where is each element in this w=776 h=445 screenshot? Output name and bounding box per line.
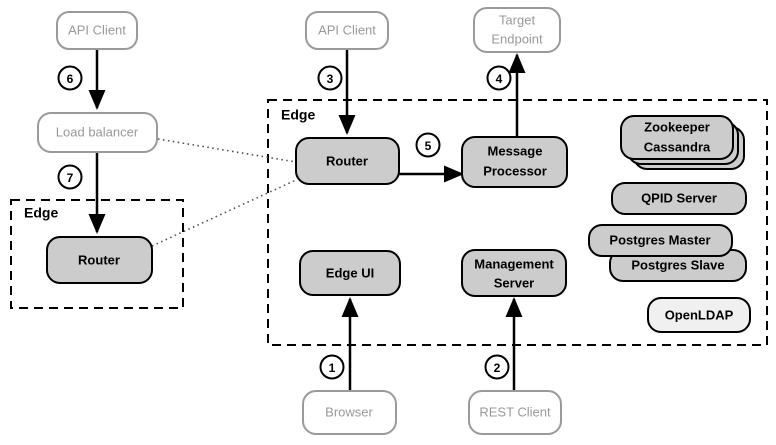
node-label-zookeeper: Zookeeper — [644, 119, 710, 134]
step-badge-7-label: 7 — [67, 171, 74, 185]
node-router-main[interactable]: Router — [295, 137, 400, 185]
node-label-qpid-server: QPID Server — [641, 190, 717, 205]
step-badge-5: 5 — [415, 132, 441, 158]
node-label-router-main: Router — [326, 153, 368, 168]
node-rest-client[interactable]: REST Client — [468, 390, 562, 435]
node-label-browser: Browser — [325, 404, 373, 419]
node-label-message-processor-line1: Message — [488, 143, 543, 158]
node-router-left[interactable]: Router — [46, 236, 153, 284]
node-label-rest-client: REST Client — [479, 404, 551, 419]
step-badge-1-label: 1 — [329, 361, 336, 375]
node-label-edge-ui: Edge UI — [326, 265, 374, 280]
step-badge-5-label: 5 — [425, 139, 432, 153]
node-qpid-server[interactable]: QPID Server — [611, 182, 747, 215]
node-label-message-processor-line2: Processor — [483, 163, 547, 178]
dotted-link-routerleft-router — [151, 179, 297, 247]
node-api-client-left[interactable]: API Client — [56, 11, 138, 50]
step-badge-4: 4 — [486, 65, 512, 91]
node-target-endpoint[interactable]: Target Endpoint — [473, 7, 561, 53]
node-postgres-master[interactable]: Postgres Master — [588, 224, 733, 257]
node-postgres-slave[interactable]: Postgres Slave — [609, 249, 747, 282]
step-badge-7: 7 — [57, 164, 83, 190]
step-badge-4-label: 4 — [496, 72, 503, 86]
node-openldap[interactable]: OpenLDAP — [647, 297, 751, 333]
step-badge-1: 1 — [319, 354, 345, 380]
node-message-processor[interactable]: Message Processor — [461, 136, 568, 188]
step-badge-6-label: 6 — [67, 72, 74, 86]
group-edge-main: Edge — [267, 99, 768, 346]
node-management-server[interactable]: Management Server — [461, 249, 567, 297]
group-label-edge-main: Edge — [281, 107, 315, 123]
step-badge-2: 2 — [484, 354, 510, 380]
node-label-management-server-line2: Server — [494, 275, 534, 290]
step-badge-3-label: 3 — [327, 72, 334, 86]
node-edge-ui[interactable]: Edge UI — [299, 250, 401, 296]
node-postgres-pair[interactable]: Postgres Slave Postgres Master — [588, 224, 747, 282]
node-label-postgres-master: Postgres Master — [609, 232, 710, 247]
node-label-postgres-slave: Postgres Slave — [631, 257, 724, 272]
node-zookeeper-cassandra-stack[interactable]: Zookeeper Cassandra — [620, 115, 745, 170]
step-badge-3: 3 — [317, 65, 343, 91]
node-label-load-balancer: Load balancer — [56, 124, 139, 139]
node-label-management-server-line1: Management — [474, 256, 554, 271]
node-label-target-endpoint-line1: Target — [499, 12, 536, 27]
node-browser[interactable]: Browser — [302, 390, 397, 435]
node-label-router-left: Router — [78, 252, 120, 267]
group-edge-left: Edge — [10, 199, 184, 309]
dotted-link-loadbalancer-router — [157, 138, 297, 163]
group-label-edge-left: Edge — [24, 205, 58, 221]
step-badge-2-label: 2 — [494, 361, 501, 375]
node-label-target-endpoint-line2: Endpoint — [491, 31, 543, 46]
step-badge-6: 6 — [57, 65, 83, 91]
node-api-client-top[interactable]: API Client — [305, 11, 389, 50]
node-label-api-client-top: API Client — [318, 22, 376, 37]
node-label-cassandra: Cassandra — [644, 139, 711, 154]
node-load-balancer[interactable]: Load balancer — [37, 112, 158, 153]
node-label-openldap: OpenLDAP — [665, 307, 734, 322]
node-label-api-client-left: API Client — [68, 22, 126, 37]
node-zookeeper-cassandra-front — [620, 115, 734, 160]
